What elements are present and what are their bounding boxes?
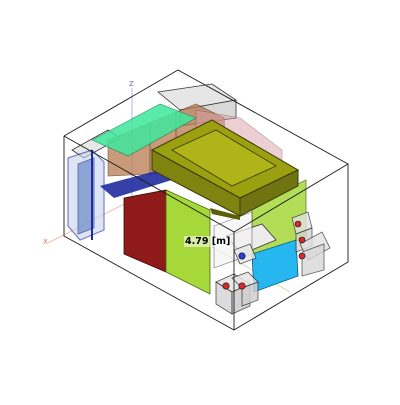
red-port (222, 282, 230, 290)
dimension-readout: 4.79 [m] (184, 236, 232, 247)
red-port (294, 220, 302, 228)
ports (222, 220, 306, 290)
red-wall (123, 189, 167, 273)
bounding-box (63, 69, 349, 331)
red-port (298, 252, 306, 260)
blue-port (238, 252, 246, 260)
red-port (298, 236, 306, 244)
red-port (238, 282, 246, 290)
roof-block (150, 119, 300, 220)
z-axis-label: Z (129, 80, 134, 88)
left-blue-frame (67, 149, 105, 241)
x-axis-label: X (43, 238, 48, 246)
